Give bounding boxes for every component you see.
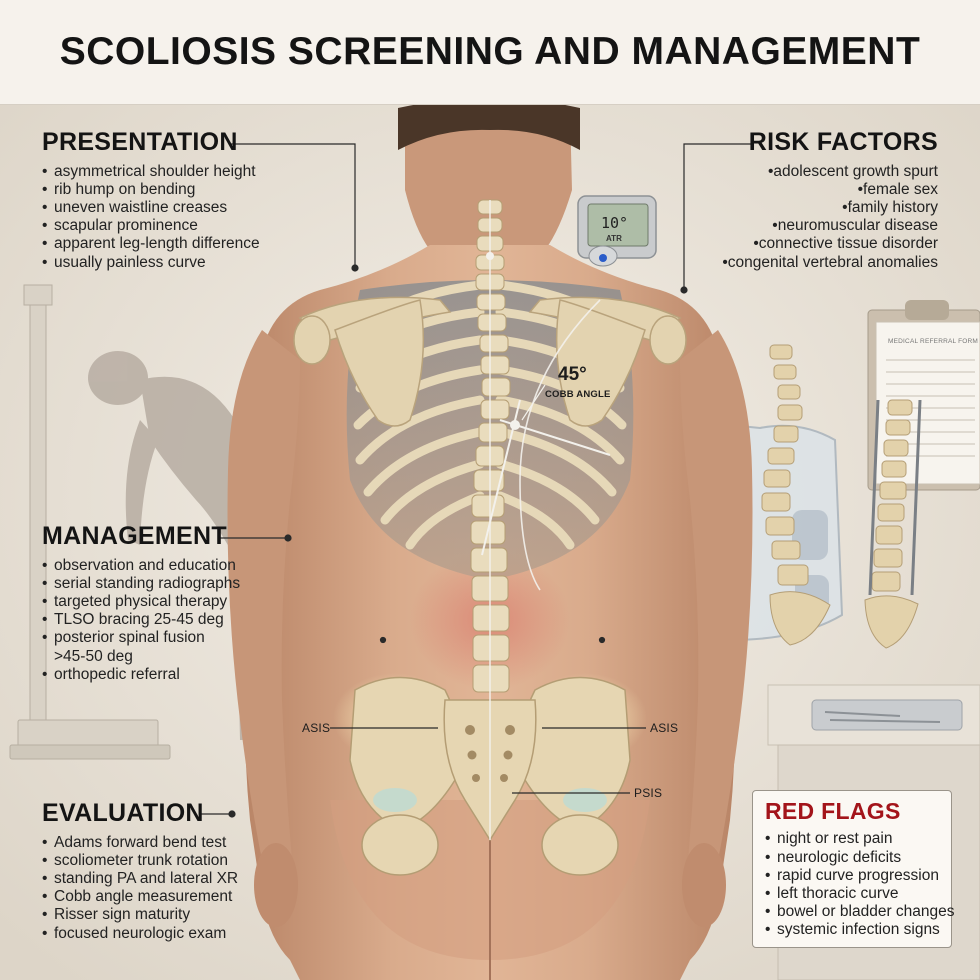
spine-model-brace	[761, 344, 831, 646]
list-item: •apparent leg-length difference	[42, 235, 260, 253]
scoliometer-device	[577, 195, 657, 267]
presentation-panel: PRESENTATION •asymmetrical shoulder heig…	[42, 128, 260, 272]
list-item: •targeted physical therapy	[42, 592, 228, 610]
list-item: •usually painless curve	[42, 253, 206, 271]
evaluation-list: •Adams forward bend test •scoliometer tr…	[42, 834, 238, 943]
list-item: •orthopedic referral	[42, 665, 180, 683]
list-item: •neuromuscular disease	[772, 217, 938, 235]
evaluation-heading: EVALUATION	[42, 799, 204, 827]
list-item: >45-50 deg	[54, 647, 133, 665]
risk-factors-list: •adolescent growth spurt •female sex •fa…	[718, 163, 938, 272]
management-panel: MANAGEMENT •observation and education •s…	[42, 522, 240, 684]
list-item: •congenital vertebral anomalies	[722, 253, 938, 271]
list-item: •Adams forward bend test	[42, 833, 227, 851]
measurement-lines	[481, 200, 611, 840]
list-item: •posterior spinal fusion	[42, 629, 205, 647]
list-item: •female sex	[857, 180, 938, 198]
risk-factors-panel: RISK FACTORS •adolescent growth spurt •f…	[718, 128, 938, 272]
pelvis	[333, 673, 647, 876]
list-item: •asymmetrical shoulder height	[42, 162, 256, 180]
title-bar: SCOLIOSIS SCREENING AND MANAGEMENT	[0, 0, 980, 105]
cobb-angle-value: 45°	[558, 364, 587, 385]
list-item: •uneven waistline creases	[42, 198, 228, 216]
list-item: •neurologic deficits	[765, 848, 902, 866]
leader-lines	[200, 143, 752, 818]
list-item: •focused neurologic exam	[42, 924, 227, 942]
scoliometer-reading: 10°	[601, 214, 629, 232]
list-item: •serial standing radiographs	[42, 574, 241, 592]
management-list: •observation and education •serial stand…	[42, 557, 240, 684]
spine-model-fusion	[864, 399, 922, 649]
cobb-angle-label: COBB ANGLE	[545, 389, 611, 400]
evaluation-panel: EVALUATION •Adams forward bend test •sco…	[42, 799, 238, 943]
list-item: •adolescent growth spurt	[767, 162, 938, 180]
height-scale	[9, 284, 171, 760]
red-flags-list: •night or rest pain •neurologic deficits…	[765, 830, 955, 939]
asis-left-label: ASIS	[302, 721, 331, 735]
list-item: •rapid curve progression	[765, 866, 939, 884]
list-item: •bowel or bladder changes	[765, 903, 955, 921]
list-item: •observation and education	[42, 556, 236, 574]
list-item: •systemic infection signs	[765, 921, 940, 939]
list-item: •rib hump on bending	[42, 180, 196, 198]
list-item: •TLSO bracing 25-45 deg	[42, 611, 224, 629]
red-flags-heading: RED FLAGS	[765, 798, 901, 824]
psis-label: PSIS	[634, 786, 663, 800]
list-item: •night or rest pain	[765, 830, 893, 848]
list-item: •Risser sign maturity	[42, 906, 191, 924]
shoulder-bones	[293, 296, 687, 427]
list-item: •Cobb angle measurement	[42, 888, 233, 906]
presentation-list: •asymmetrical shoulder height •rib hump …	[42, 163, 260, 272]
risk-factors-heading: RISK FACTORS	[748, 128, 938, 156]
page-title: SCOLIOSIS SCREENING AND MANAGEMENT	[59, 30, 921, 73]
referral-form-title: MEDICAL REFERRAL FORM	[888, 338, 979, 345]
list-item: •standing PA and lateral XR	[42, 869, 239, 887]
list-item: •left thoracic curve	[765, 884, 899, 902]
list-item: •connective tissue disorder	[753, 235, 938, 253]
list-item: •family history	[842, 198, 938, 216]
scoliometer-label: ATR	[606, 234, 622, 243]
list-item: •scoliometer trunk rotation	[42, 851, 229, 869]
red-flags-panel: RED FLAGS •night or rest pain •neurologi…	[752, 790, 955, 948]
presentation-heading: PRESENTATION	[42, 128, 238, 156]
list-item: •scapular prominence	[42, 217, 198, 235]
management-heading: MANAGEMENT	[42, 522, 227, 550]
asis-right-label: ASIS	[650, 721, 679, 735]
